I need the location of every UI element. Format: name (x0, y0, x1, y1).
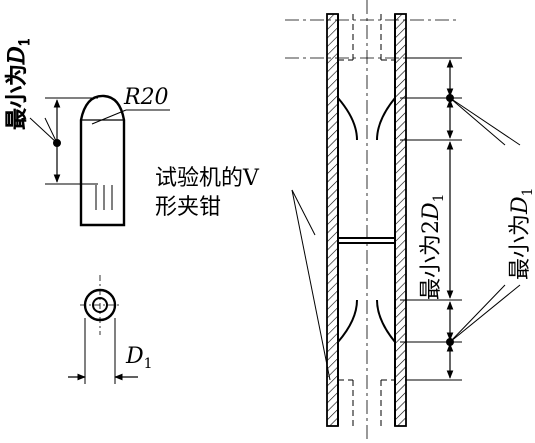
cross-section-view: D1 (68, 275, 153, 384)
jaw-tip-view: 最小为D1 R20 (5, 37, 170, 227)
min-d1-label-right: 最小为D1 (508, 187, 535, 280)
leader-r1 (449, 97, 521, 146)
leader-r2 (449, 97, 506, 146)
min-d1-label-left: 最小为D1 (5, 37, 33, 130)
jaw-label-line2: 形夹钳 (155, 195, 221, 220)
leader-line-a (29, 117, 58, 144)
lower-notch-left (337, 299, 358, 343)
min-2d1-label: 最小为2D1 (419, 193, 447, 300)
specimen-assembly (285, 0, 521, 443)
radius-label: R20 (123, 85, 169, 110)
upper-notch-left (337, 97, 358, 141)
right-wall (394, 13, 407, 427)
d1-label: D1 (125, 344, 153, 372)
leader-r4 (449, 284, 506, 343)
leader-line-b (44, 117, 58, 144)
jaw-tip-outline (79, 94, 126, 227)
left-wall (326, 13, 339, 427)
jaw-label-line1: 试验机的V (155, 166, 260, 191)
upper-notch-right (376, 97, 396, 141)
radius-leader (91, 109, 127, 125)
leader-r3 (449, 284, 521, 343)
jaw-leader-lines (291, 189, 331, 381)
lower-notch-right (376, 299, 396, 343)
